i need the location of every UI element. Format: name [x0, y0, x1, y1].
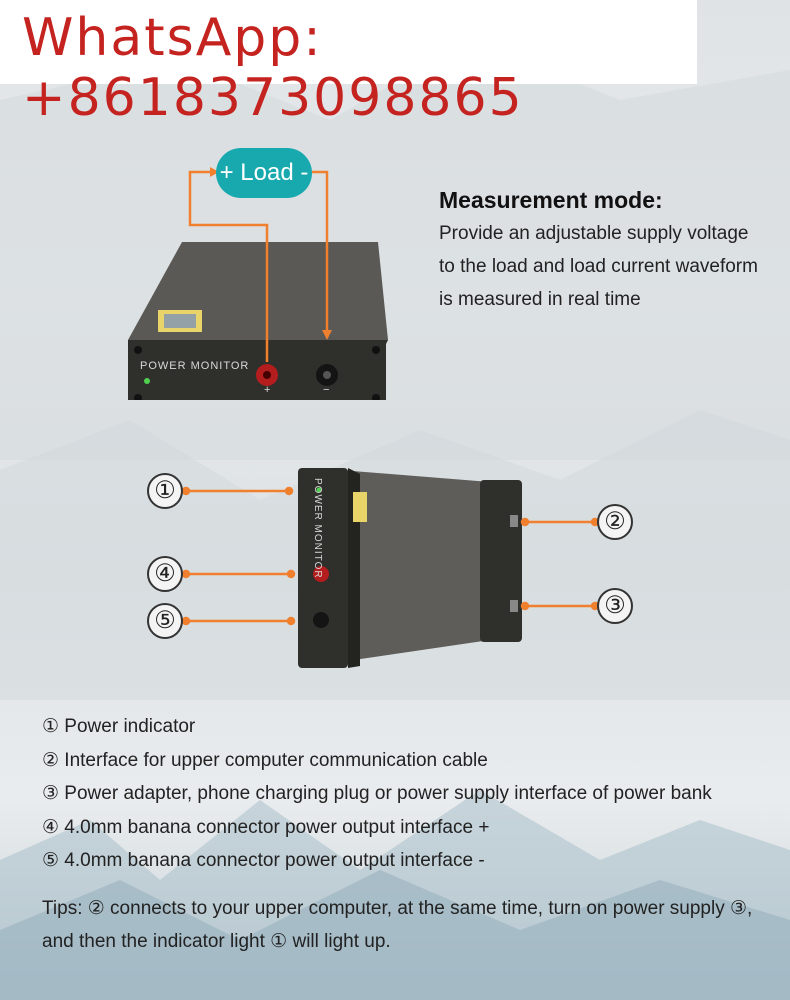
- whatsapp-contact-text: WhatsApp: +8618373098865: [22, 8, 524, 128]
- power-indicator-led-2: [316, 487, 322, 493]
- positive-terminal-2: [313, 566, 329, 582]
- power-monitor-top-illustration: [128, 167, 388, 400]
- interface-legend: ① Power indicator ② Interface for upper …: [42, 710, 712, 878]
- legend-item: ③ Power adapter, phone charging plug or …: [42, 783, 712, 804]
- measurement-mode-title: Measurement mode:: [439, 187, 663, 213]
- usage-tips: Tips: ② connects to your upper computer,…: [42, 898, 753, 952]
- device-label-vertical: POWER MONITOR: [312, 478, 323, 579]
- usb-port: [510, 515, 518, 527]
- contact-banner: WhatsApp: +8618373098865: [0, 0, 697, 128]
- device-label-text: POWER MONITOR: [140, 360, 250, 372]
- legend-item: ④ 4.0mm banana connector power output in…: [42, 816, 490, 838]
- device-sticker-2: [353, 492, 367, 522]
- plus-sign: +: [264, 384, 271, 396]
- minus-sign: −: [323, 384, 330, 396]
- legend-item: ② Interface for upper computer communica…: [42, 749, 488, 771]
- callout-4-positive-output: ④: [147, 556, 183, 592]
- power-indicator-led: [144, 378, 150, 384]
- callout-5-negative-output: ⑤: [147, 603, 183, 639]
- negative-wire: [312, 170, 329, 337]
- negative-terminal-2: [313, 612, 329, 628]
- positive-wire: [188, 170, 269, 362]
- dc-power-port: [510, 600, 518, 612]
- callout-2-communication-interface: ②: [597, 504, 633, 540]
- power-monitor-side-illustration: [298, 468, 522, 668]
- load-badge: + Load -: [216, 148, 312, 198]
- callout-1-power-indicator: ①: [147, 473, 183, 509]
- legend-item: ① Power indicator: [42, 716, 196, 737]
- device-body-panel: [340, 470, 490, 662]
- callout-3-power-supply-interface: ③: [597, 588, 633, 624]
- device-front-panel: [128, 340, 386, 400]
- measurement-mode-description: Provide an adjustable supply voltage to …: [439, 223, 758, 310]
- legend-item: ⑤ 4.0mm banana connector power output in…: [42, 850, 485, 871]
